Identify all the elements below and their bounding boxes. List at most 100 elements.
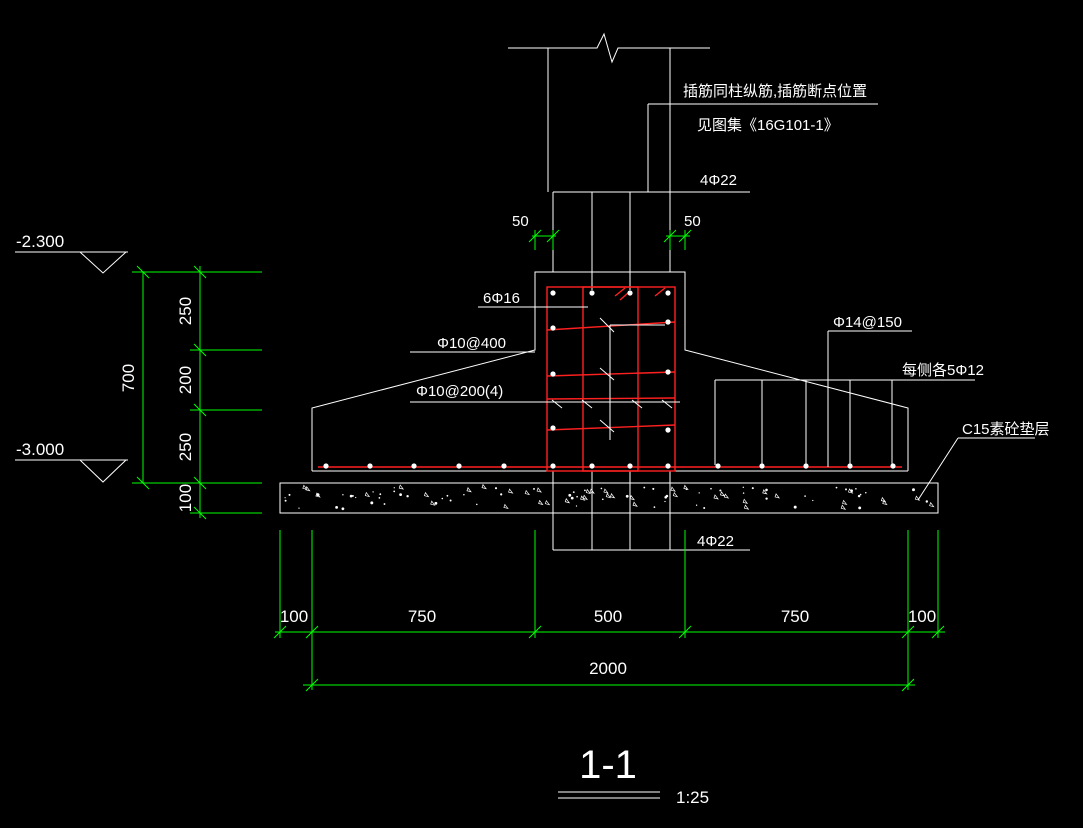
hatch-mark — [572, 491, 575, 493]
hatch-mark — [503, 503, 509, 510]
rebar-dot — [627, 290, 633, 296]
rebar-dot — [550, 371, 556, 377]
vdim-total: 700 — [119, 364, 138, 392]
hatch-mark — [742, 486, 745, 489]
elevation-top-label: -2.300 — [16, 232, 64, 251]
side-bars-label: 每侧各5Φ12 — [902, 362, 984, 379]
pedestal-bars-label: 6Φ16 — [483, 290, 520, 307]
hatch-mark — [742, 498, 749, 504]
hatch-mark — [629, 494, 635, 501]
hatch-mark — [710, 487, 712, 490]
hatch-mark — [430, 500, 436, 506]
hatch-mark — [372, 491, 374, 493]
hatch-mark — [713, 494, 719, 500]
hatch-mark — [423, 491, 430, 498]
hatch-mark — [316, 493, 320, 497]
hatch-mark — [288, 493, 291, 496]
stirrup-b-label: Φ10@200(4) — [416, 383, 503, 400]
hatch-mark — [544, 499, 551, 506]
hatch-mark — [585, 488, 592, 495]
hatch-mark — [383, 503, 386, 505]
scale-label: 1:25 — [676, 788, 709, 807]
hatch-mark — [575, 505, 578, 507]
rebar-dot — [550, 463, 556, 469]
hatch-mark — [476, 503, 478, 506]
rebar-dot — [501, 463, 507, 469]
hatch-mark — [406, 495, 409, 498]
hatch-mark — [840, 504, 847, 510]
hatch-mark — [399, 493, 402, 496]
hatch-mark — [695, 504, 698, 506]
hatch-mark — [664, 500, 666, 503]
rebar-dot — [665, 290, 671, 296]
horizontal-dimensions — [273, 229, 945, 692]
hatch-mark — [378, 497, 381, 499]
hatch-mark — [364, 491, 371, 498]
hdim-100-right: 100 — [908, 607, 936, 626]
hatch-mark — [723, 493, 730, 499]
hdim-750-right: 750 — [781, 607, 809, 626]
hatch-mark — [751, 487, 754, 490]
hatch-mark — [335, 506, 338, 509]
vdim-100: 100 — [176, 484, 195, 512]
vdim-250-top: 250 — [176, 297, 195, 325]
vdim-250-bottom: 250 — [176, 433, 195, 461]
rebar-dot — [323, 463, 329, 469]
hatch-mark — [524, 489, 531, 496]
hatch-mark — [742, 492, 745, 494]
hatch-mark — [804, 495, 806, 497]
hatch-mark — [342, 494, 344, 496]
hatch-mark — [683, 484, 689, 490]
hatch-mark — [570, 496, 574, 500]
hatch-mark — [743, 504, 750, 510]
hatch-mark — [538, 499, 544, 506]
hatch-mark — [600, 487, 603, 490]
hatch-mark — [762, 489, 768, 495]
hatch-mark — [719, 489, 722, 492]
rebar-dot — [665, 369, 671, 375]
bedding-layer — [279, 482, 939, 514]
hatch-mark — [355, 496, 357, 499]
pedestal-rebar — [546, 286, 676, 472]
hatch-mark — [370, 501, 374, 505]
hdim-500: 500 — [594, 607, 622, 626]
hatch-mark — [643, 486, 646, 489]
hatch-mark — [652, 487, 655, 490]
hdim-750-left: 750 — [408, 607, 436, 626]
leader-lines — [410, 103, 1035, 551]
hatch-mark — [914, 495, 921, 501]
hatch-mark — [601, 498, 604, 501]
hatch-mark — [670, 486, 676, 492]
rebar-dot — [759, 463, 765, 469]
hatch-mark — [508, 488, 514, 494]
hatch-mark — [793, 505, 797, 509]
hatch-mark — [393, 490, 396, 493]
rebar-dot — [890, 463, 896, 469]
elevation-markers — [15, 251, 128, 483]
rebar-dot — [665, 427, 671, 433]
hatch-mark — [536, 487, 542, 493]
hatch-mark — [765, 488, 768, 492]
hatch-mark — [609, 493, 616, 499]
hatch-mark — [434, 501, 438, 505]
hatch-mark — [929, 501, 935, 508]
hatch-mark — [774, 493, 780, 499]
column-outline — [508, 32, 710, 290]
hatch-mark — [500, 493, 503, 496]
hatch-mark — [855, 488, 857, 490]
hdim-100-left: 100 — [280, 607, 308, 626]
column-bars-top-label: 4Φ22 — [700, 172, 737, 189]
hatch-mark — [494, 487, 498, 490]
concrete-hatch — [284, 483, 935, 511]
hatch-mark — [302, 484, 308, 490]
stirrup-a-label: Φ10@400 — [437, 335, 506, 352]
vertical-dimensions — [132, 265, 262, 520]
rebar-dot — [665, 319, 671, 325]
hatch-mark — [349, 494, 353, 498]
rebar-dot — [411, 463, 417, 469]
hatch-mark — [284, 497, 286, 499]
hatch-mark — [857, 494, 861, 498]
cover-left-label: 50 — [512, 213, 529, 230]
hatch-mark — [284, 499, 287, 502]
